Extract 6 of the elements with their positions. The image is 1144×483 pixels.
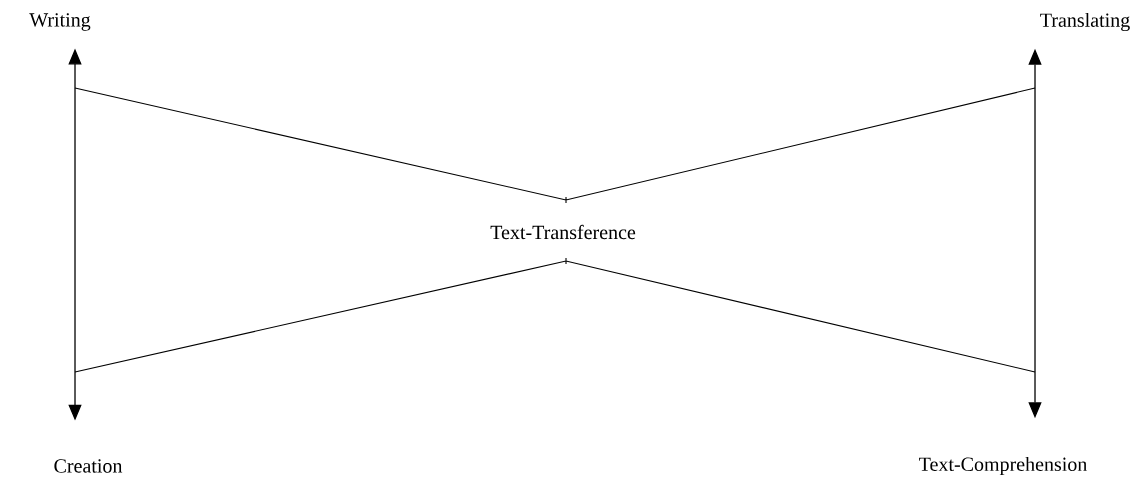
stage-label: Translating [1040,12,1130,32]
stage-label: Creation [54,459,123,473]
bowtie-drawing [74,87,1036,373]
center-label: Text-Transference [490,224,636,240]
stage-label: Writing [29,13,91,31]
stage-label: Text-Comprehension [919,456,1087,476]
